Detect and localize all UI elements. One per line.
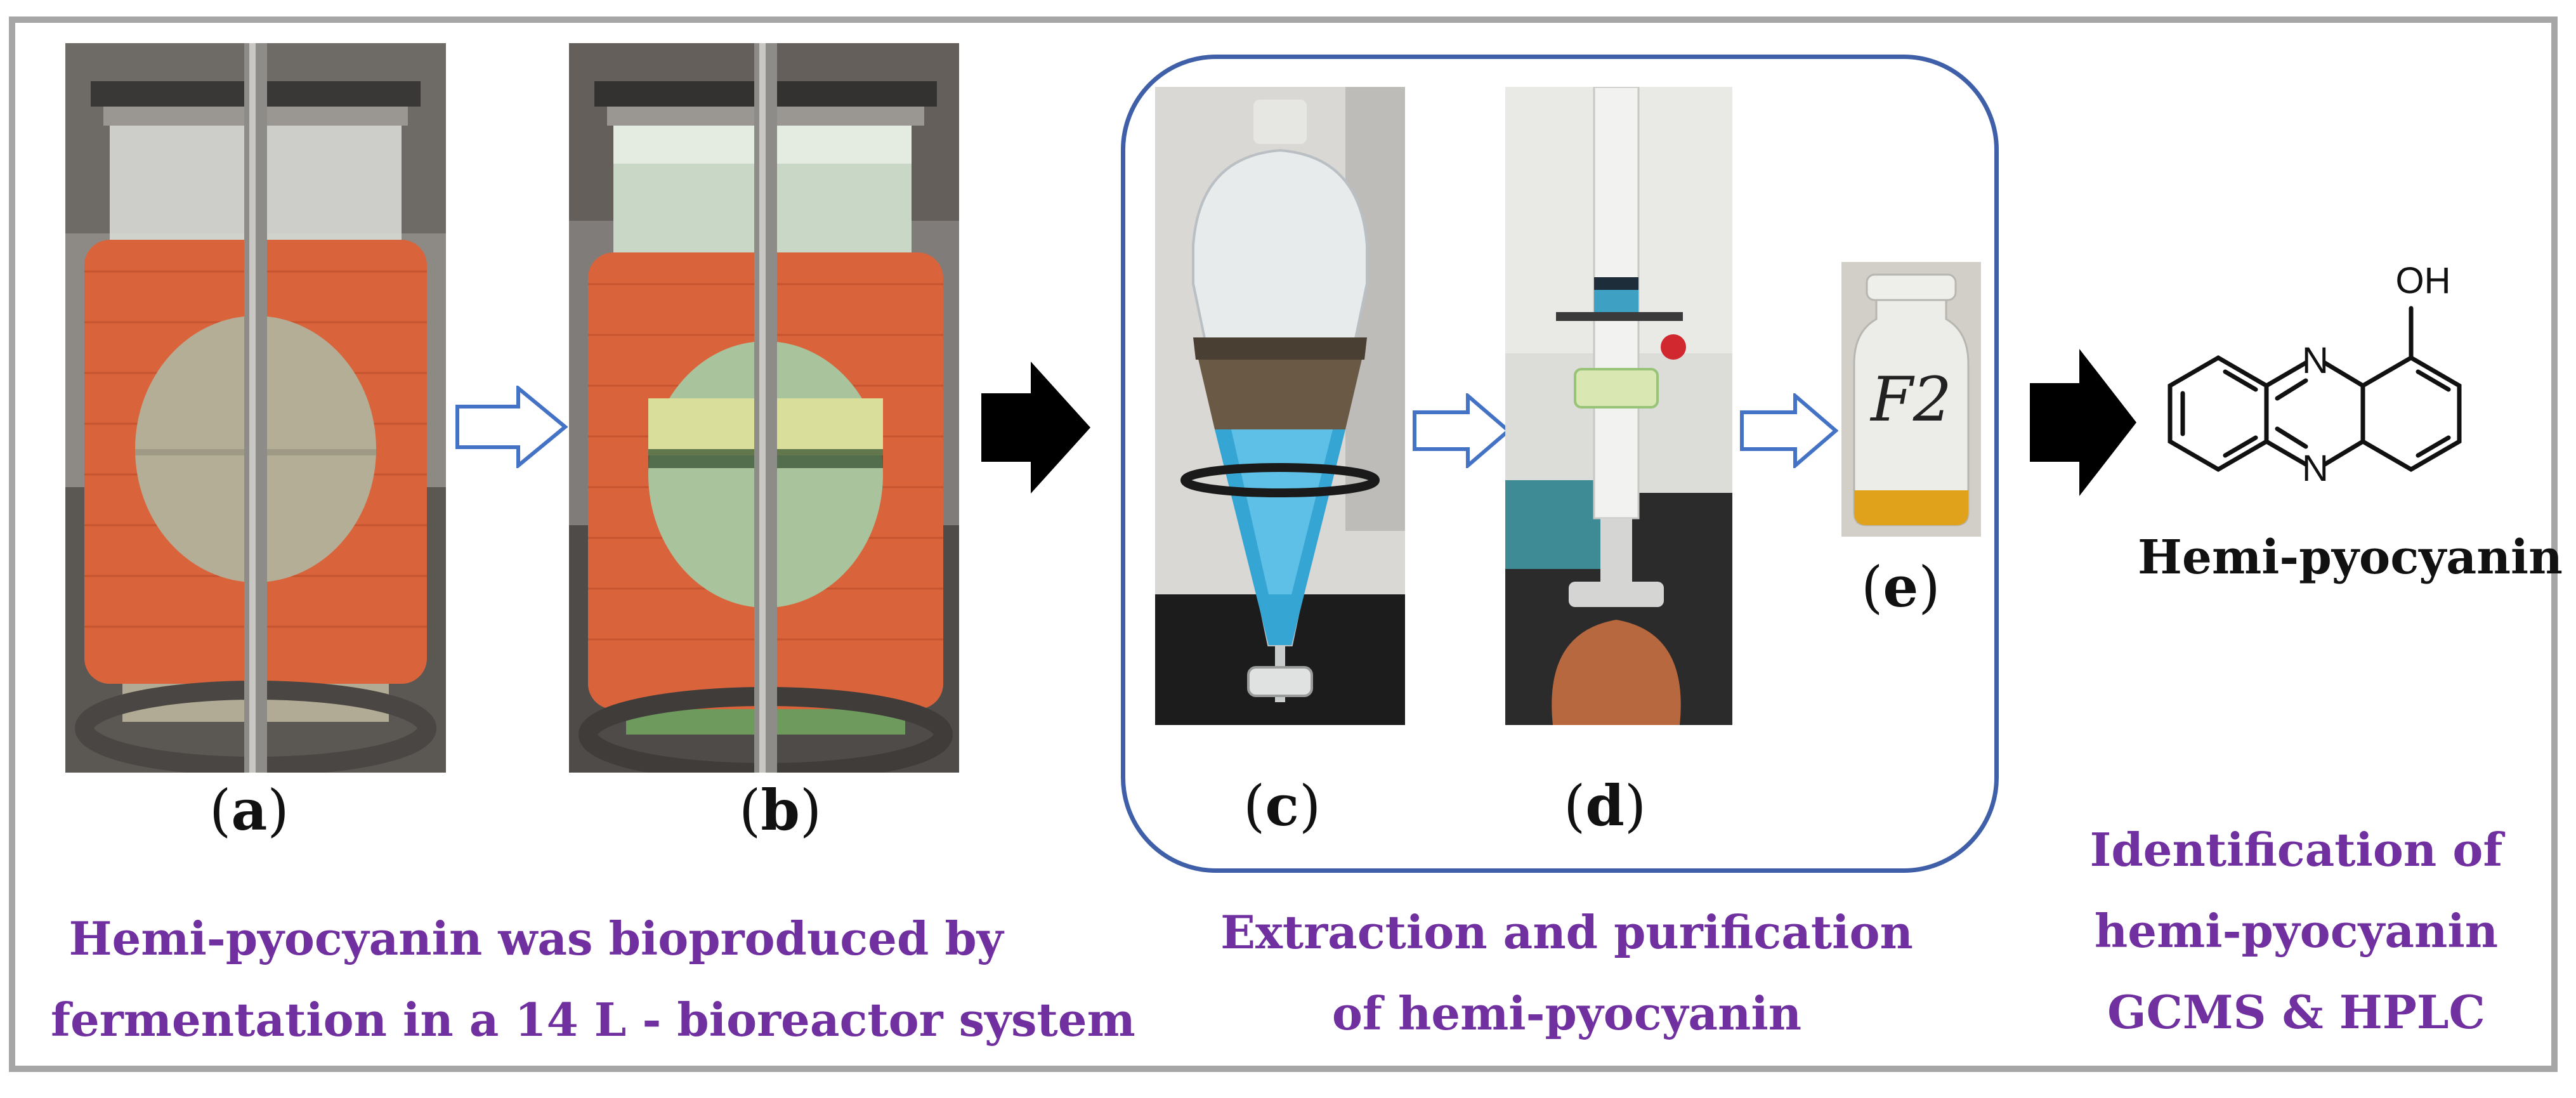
caption-identification-line-3: GCMS & HPLC [2107,985,2485,1039]
panel-label-a: (a) [209,777,289,843]
photo-bioreactor-b [569,43,959,773]
caption-fermentation-line-2: fermentation in a 14 L - bioreactor syst… [51,993,1135,1047]
panel-label-d: (d) [1564,773,1647,839]
nitrogen-bottom-label: N [2302,448,2329,489]
solid-arrow-to-extraction [981,362,1090,493]
photo-vial-e: F2 [1841,262,1981,537]
photo-column-d [1505,87,1732,725]
bioreactor-a-illustration [65,43,446,773]
caption-fermentation: Hemi-pyocyanin was bioproduced by fermen… [51,898,1135,1061]
caption-fermentation-line-1: Hemi-pyocyanin was bioproduced by [69,912,1004,965]
photo-bioreactor-a [65,43,446,773]
caption-identification-line-1: Identification of [2089,823,2503,877]
photo-separatory-funnel-c [1155,87,1405,725]
vial-illustration: F2 [1841,262,1981,537]
panel-label-e: (e) [1861,554,1940,620]
caption-identification-line-2: hemi-pyocyanin [2094,904,2499,958]
solid-arrow-to-structure [2030,349,2136,496]
extraction-group-box [1121,55,1999,873]
compound-name: Hemi-pyocyanin [2138,530,2563,585]
hemi-pyocyanin-structure: N N OH [2167,260,2462,489]
caption-identification: Identification of hemi-pyocyanin GCMS & … [2062,809,2531,1053]
outline-arrow-a-to-b [455,386,568,468]
caption-extraction-line-1: Extraction and purification [1220,905,1913,959]
vial-marking-text: F2 [1869,364,1952,435]
separatory-funnel-illustration [1155,87,1405,725]
bioreactor-b-illustration [569,43,959,773]
panel-label-c: (c) [1243,773,1321,839]
outline-arrow-c-to-d [1413,393,1511,468]
nitrogen-top-label: N [2302,340,2329,381]
caption-extraction-line-2: of hemi-pyocyanin [1331,986,1802,1040]
outline-arrow-d-to-e [1740,393,1838,468]
caption-extraction: Extraction and purification of hemi-pyoc… [1205,892,1928,1054]
panel-label-b: (b) [739,777,822,843]
column-illustration [1505,87,1732,725]
hydroxyl-label: OH [2396,260,2451,301]
